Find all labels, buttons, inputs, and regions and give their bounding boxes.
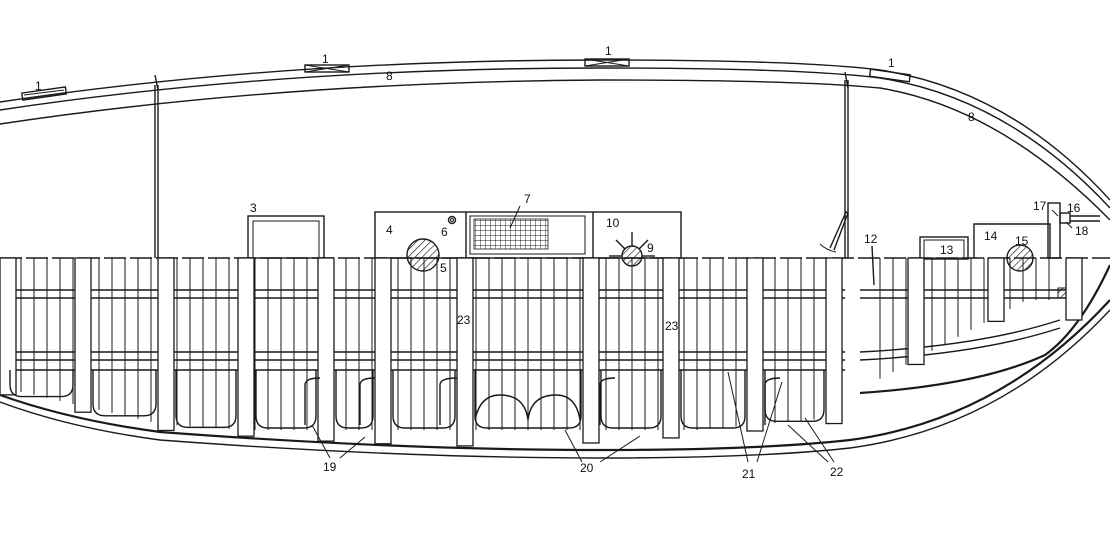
floor-bays <box>9 370 825 429</box>
frame <box>0 257 17 396</box>
label-1-a: 1 <box>35 79 42 93</box>
label-3: 3 <box>250 201 257 215</box>
label-8-b: 8 <box>968 110 975 124</box>
floor-knee <box>764 377 781 425</box>
label-1-c: 1 <box>605 44 612 58</box>
frame <box>374 257 392 445</box>
floor-bay <box>474 370 582 429</box>
frame <box>237 257 255 437</box>
floor-bay <box>255 370 317 429</box>
label-16: 16 <box>1067 201 1081 215</box>
frame <box>907 257 925 366</box>
label-9: 9 <box>647 241 654 255</box>
frames <box>0 257 1083 447</box>
floor-bay <box>9 370 74 398</box>
label-20: 20 <box>580 461 594 475</box>
floor-knee <box>359 377 376 425</box>
label-7: 7 <box>524 192 531 206</box>
frame <box>987 257 1005 323</box>
floor-bay <box>335 370 374 429</box>
floor-bay <box>92 370 157 417</box>
frame <box>317 257 335 442</box>
label-21: 21 <box>742 467 756 481</box>
frame <box>157 257 175 432</box>
label-1-b: 1 <box>322 52 329 66</box>
frame <box>825 257 843 425</box>
label-18: 18 <box>1075 224 1089 238</box>
floor-bay <box>680 370 746 429</box>
label-22: 22 <box>830 465 844 479</box>
label-23-b: 23 <box>665 319 679 333</box>
floor-bay <box>392 370 456 429</box>
floor-knee <box>304 377 321 425</box>
frame <box>746 257 764 432</box>
floor-bay <box>600 370 662 429</box>
deck-blocks <box>21 58 912 101</box>
floor-knee <box>474 394 581 421</box>
label-13: 13 <box>940 243 954 257</box>
label-4: 4 <box>386 223 393 237</box>
label-14: 14 <box>984 229 998 243</box>
label-23-a: 23 <box>457 313 471 327</box>
label-8-a: 8 <box>386 69 393 83</box>
hull-body <box>0 257 1110 459</box>
floor-bay <box>175 370 237 429</box>
floor-knee <box>439 377 458 425</box>
label-19: 19 <box>323 460 337 474</box>
frame <box>74 257 92 413</box>
upper-rail <box>0 59 1110 221</box>
leader-lines <box>311 209 1073 463</box>
label-15: 15 <box>1015 234 1029 248</box>
callout-labels: 1 1 1 1 8 8 3 4 6 5 7 10 9 12 13 14 15 1… <box>35 44 1089 481</box>
frame <box>662 257 680 439</box>
frame <box>456 257 474 447</box>
frame <box>582 257 600 444</box>
label-12: 12 <box>864 232 878 246</box>
label-5: 5 <box>440 261 447 275</box>
label-6: 6 <box>441 225 448 239</box>
label-10: 10 <box>606 216 620 230</box>
label-17: 17 <box>1033 199 1047 213</box>
floor-knee <box>599 377 616 425</box>
frame <box>1065 257 1083 321</box>
label-1-d: 1 <box>888 56 895 70</box>
stanchions <box>154 80 849 258</box>
